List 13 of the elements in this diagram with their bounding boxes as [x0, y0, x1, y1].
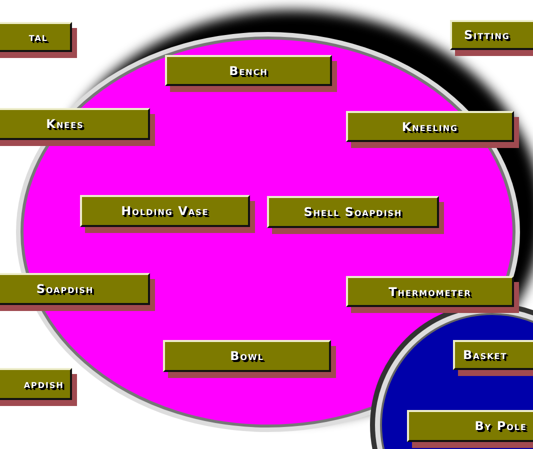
box-label: Shell Soapdish [304, 205, 402, 219]
box-label: apdish [24, 377, 64, 391]
box-label: tal [28, 30, 48, 44]
box-label: Basket [463, 348, 508, 362]
box-label: Bench [229, 64, 268, 78]
box-label: Thermometer [388, 284, 472, 298]
box-label: Knees [46, 117, 84, 131]
box-label: Kneeling [402, 120, 458, 134]
box-label: By Pole [474, 419, 527, 433]
box-label: Sitting [464, 28, 510, 42]
box-label: Bowl [230, 349, 264, 363]
box-label: Holding Vase [121, 204, 209, 218]
box-label: Soapdish [36, 282, 94, 296]
